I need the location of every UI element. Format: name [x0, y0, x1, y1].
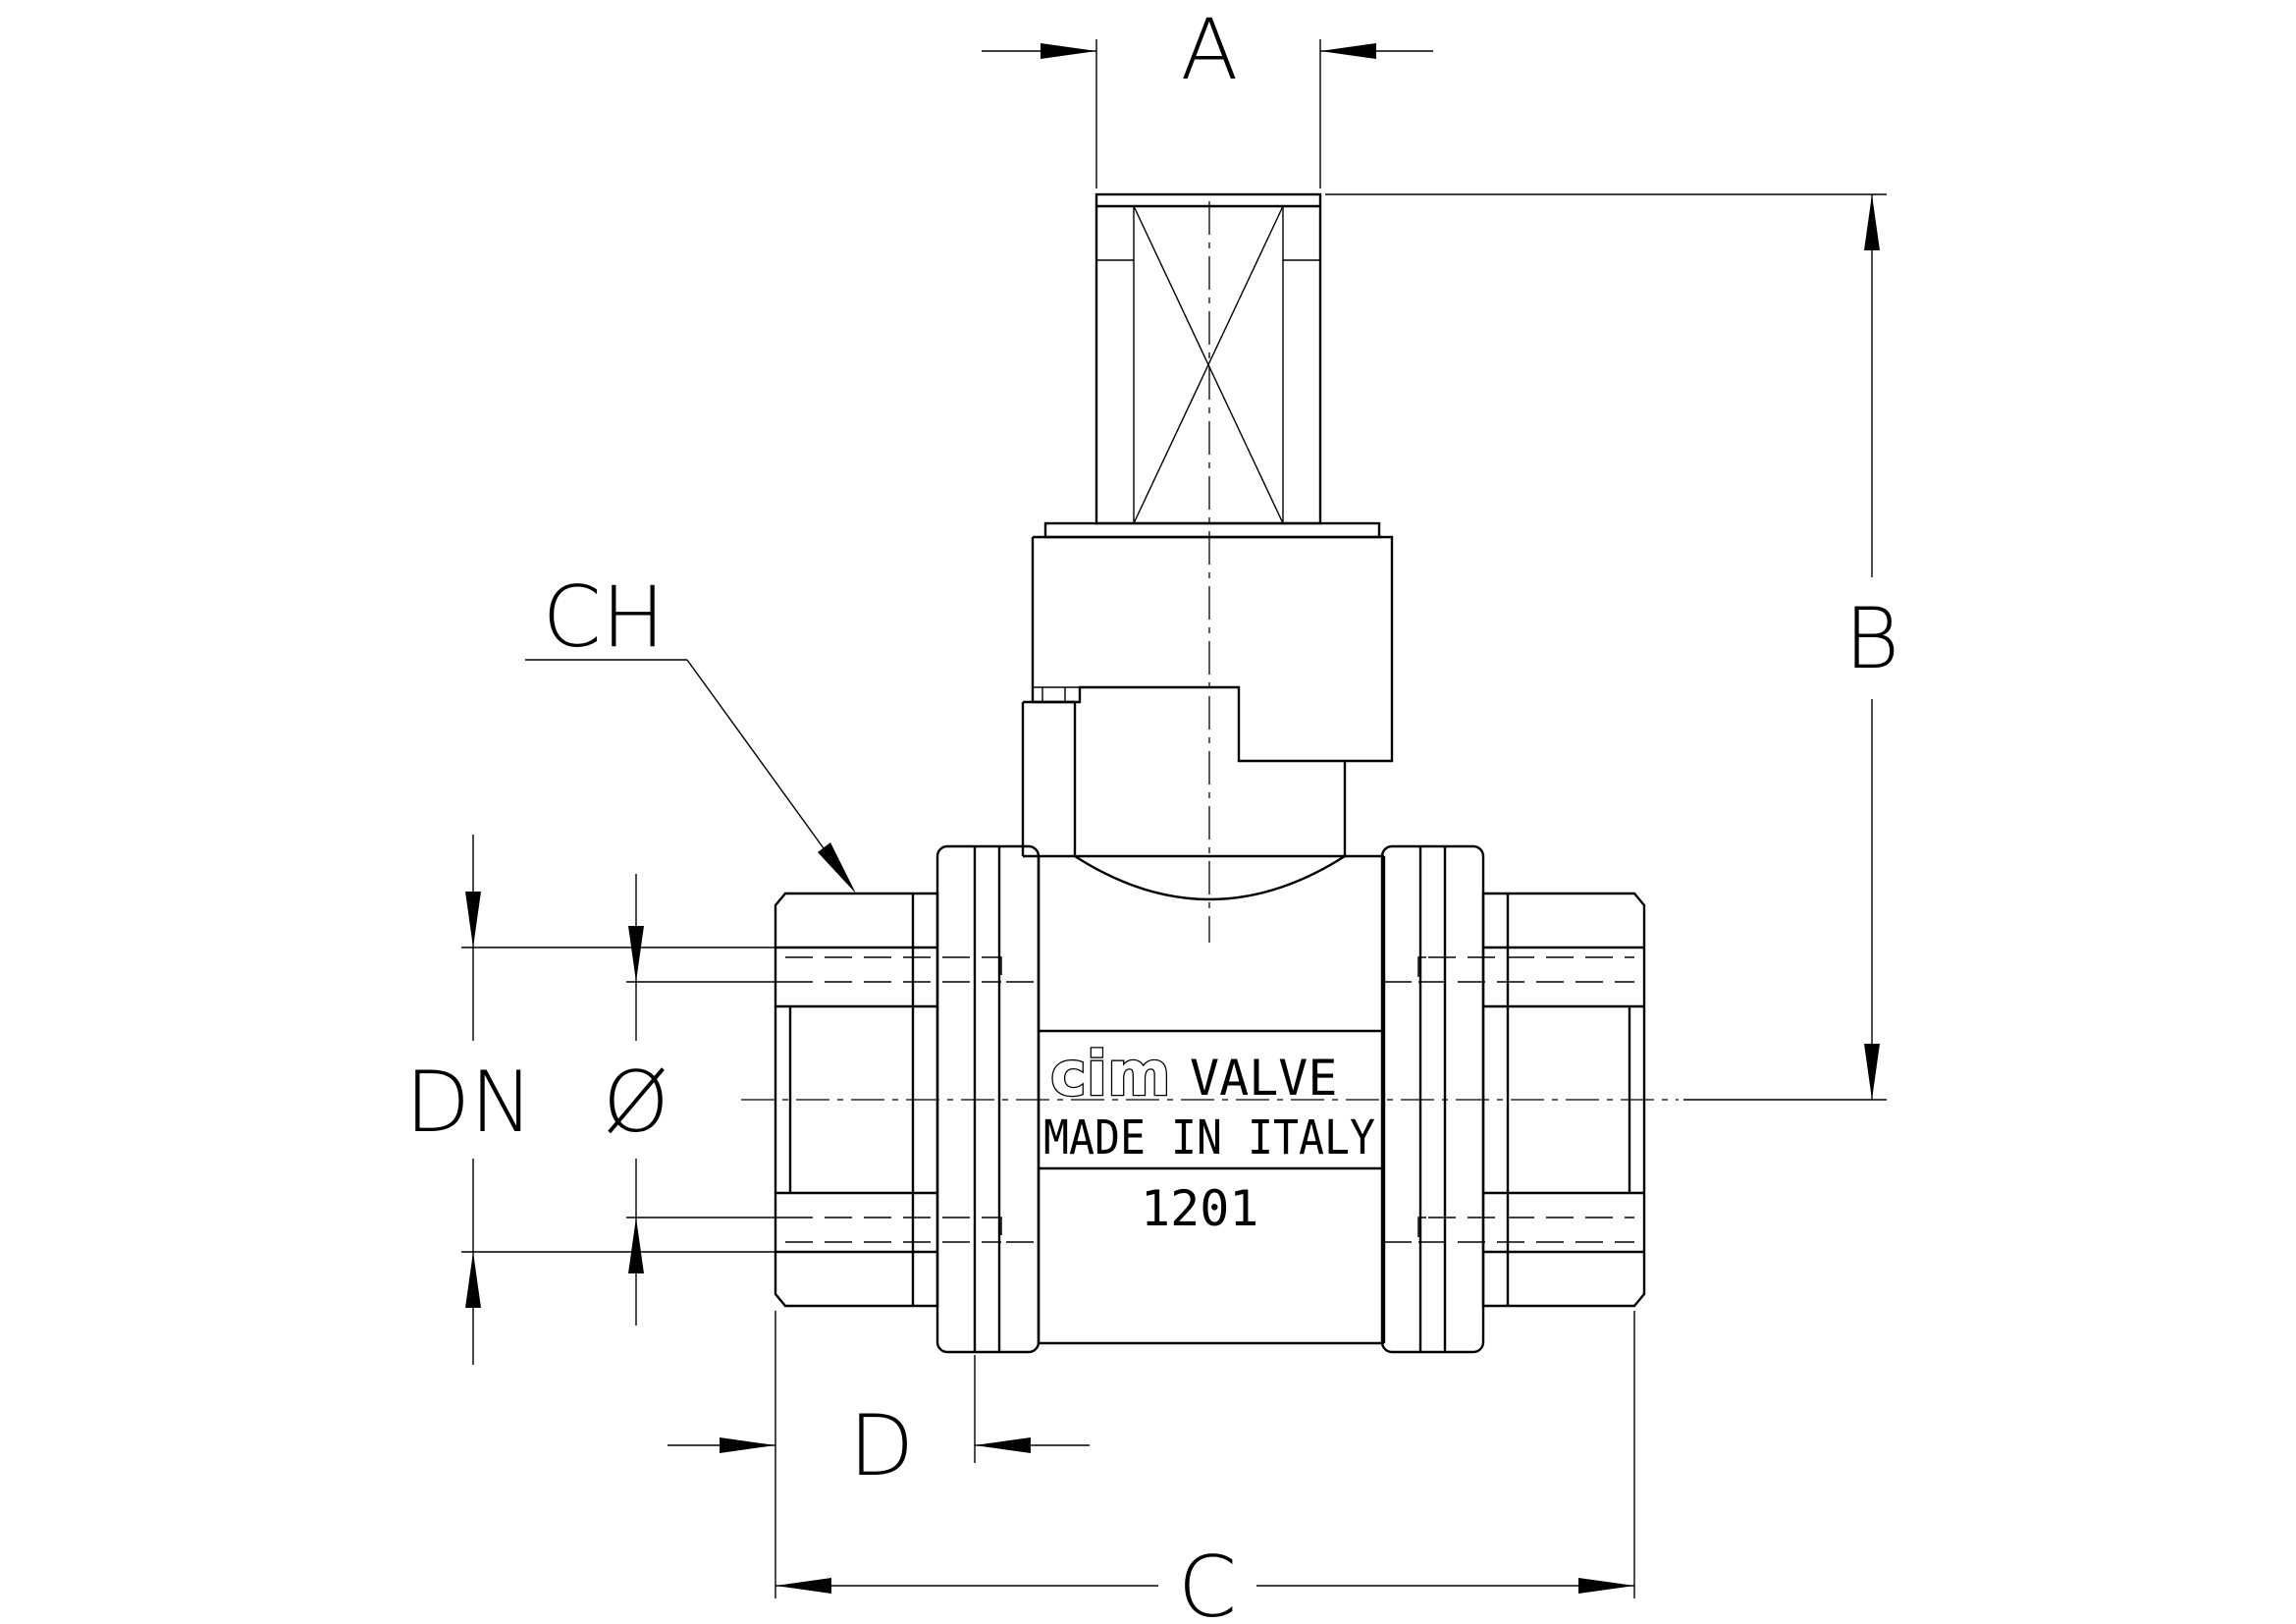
left-hex-end: [774, 892, 939, 1308]
dimension-ch-label: CH: [543, 568, 666, 667]
dimension-d: D: [667, 1355, 1090, 1495]
marking-made-in-italy: MADE IN ITALY: [1043, 1110, 1375, 1165]
right-hex-end: [1481, 892, 1646, 1308]
dimension-c: C: [774, 1311, 1635, 1624]
dimension-a: A: [982, 1, 1433, 189]
dimension-b-label: B: [1844, 590, 1899, 688]
valve-stem: [1043, 192, 1381, 539]
dimension-d-label: D: [849, 1397, 914, 1495]
dimension-diameter-label: Ø: [603, 1054, 669, 1152]
hidden-bore-lines: [785, 956, 1634, 1243]
dimension-ch: CH: [525, 568, 856, 893]
brand-logo: cim: [1050, 1038, 1171, 1110]
dimension-diameter: Ø: [603, 874, 785, 1326]
dimension-a-label: A: [1181, 1, 1239, 99]
dimension-dn: DN: [405, 835, 780, 1365]
dimension-b: B: [1325, 193, 1899, 1101]
dimension-c-label: C: [1178, 1539, 1237, 1624]
gland-nut: [1031, 535, 1394, 763]
marking-code: 1201: [1141, 1180, 1258, 1237]
center-lines: [741, 201, 1679, 1101]
marking-valve: VALVE: [1190, 1050, 1338, 1107]
dimension-dn-label: DN: [405, 1054, 534, 1152]
body-marking: cim VALVE MADE IN ITALY 1201: [1043, 1037, 1375, 1237]
valve-neck: [1021, 700, 1347, 901]
